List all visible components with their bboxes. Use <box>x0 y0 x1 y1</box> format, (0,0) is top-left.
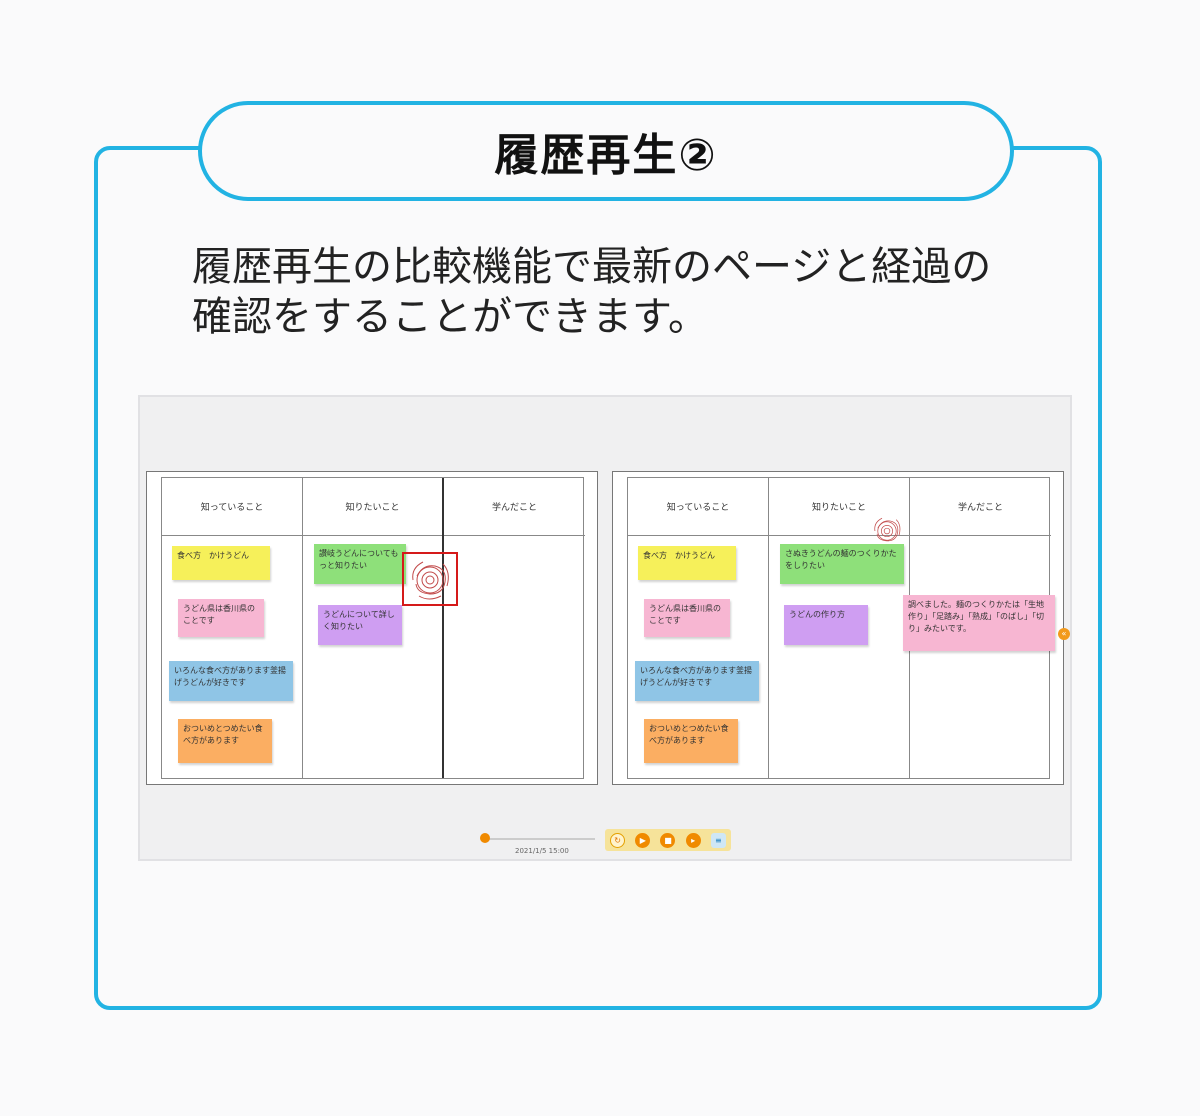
description-line-2: 確認をすることができます。 <box>192 294 708 340</box>
sticky-note[interactable]: いろんな食べ方があります釜揚げうどんが好きです <box>169 661 293 701</box>
column-header: 知っていること <box>628 478 768 536</box>
column-want-to-know: 知りたいこと <box>303 478 444 778</box>
column-known: 知っていること <box>162 478 303 778</box>
timeline-handle[interactable] <box>480 833 490 843</box>
play-icon[interactable]: ▶ <box>635 832 651 848</box>
stop-icon[interactable]: ■ <box>660 832 676 848</box>
sticky-note[interactable]: 食べ方 かけうどん <box>172 546 270 580</box>
history-board: 知っていること 知りたいこと 学んだこと 食べ方 かけうどん うどん県は香川県の… <box>146 471 598 785</box>
page-title: 履歴再生② <box>494 130 718 181</box>
collapse-icon[interactable]: « <box>1058 628 1070 640</box>
column-header: 知りたいこと <box>769 478 909 536</box>
sticky-note[interactable]: うどんの作り方 <box>784 605 868 645</box>
layers-icon[interactable]: ≡ <box>710 832 726 848</box>
sticky-note[interactable]: うどんについて詳しく知りたい <box>318 605 402 645</box>
sticky-note[interactable]: さぬきうどんの麺のつくりかたをしりたい <box>780 544 904 584</box>
column-header: 学んだこと <box>444 478 585 536</box>
sticky-note[interactable]: うどん県は香川県のことです <box>178 599 264 637</box>
sticky-note[interactable]: おついめとつめたい食べ方があります <box>644 719 738 763</box>
sticky-note[interactable]: おついめとつめたい食べ方があります <box>178 719 272 763</box>
column-header: 学んだこと <box>910 478 1051 536</box>
rose-stamp-icon <box>412 561 449 600</box>
column-learned: 学んだこと <box>444 478 585 778</box>
board-grid: 知っていること 知りたいこと 学んだこと <box>161 477 585 779</box>
description-line-1: 履歴再生の比較機能で最新のページと経過の <box>192 244 992 290</box>
column-header: 知りたいこと <box>303 478 442 536</box>
sticky-note[interactable]: 調べました。麺のつくりかたは「生地作り」「足踏み」「熟成」「のばし」「切り」みた… <box>903 595 1055 651</box>
description: 履歴再生の比較機能で最新のページと経過の 確認をすることができます。 <box>192 242 1052 342</box>
title-banner: 履歴再生② <box>198 101 1014 201</box>
timeline-label: 2021/1/5 15:00 <box>515 847 569 855</box>
change-highlight-box <box>402 552 458 606</box>
column-learned: 学んだこと <box>910 478 1051 778</box>
sticky-note[interactable]: 食べ方 かけうどん <box>638 546 736 580</box>
player-toolbar: ↻ ▶ ■ ▸ ≡ <box>605 829 731 851</box>
sticky-note[interactable]: うどん県は香川県のことです <box>644 599 730 637</box>
reload-icon[interactable]: ↻ <box>610 832 626 848</box>
timeline-track[interactable] <box>485 838 595 840</box>
app-screenshot: 知っていること 知りたいこと 学んだこと 食べ方 かけうどん うどん県は香川県の… <box>138 395 1072 861</box>
rose-stamp-icon <box>874 517 901 542</box>
latest-board: 知っていること 知りたいこと 学んだこと 食べ方 かけうどん うどん県は香川県の… <box>612 471 1064 785</box>
column-header: 知っていること <box>162 478 302 536</box>
sticky-note[interactable]: 讃岐うどんについてもっと知りたい <box>314 544 406 584</box>
forward-icon[interactable]: ▸ <box>685 832 701 848</box>
sticky-note[interactable]: いろんな食べ方があります釜揚げうどんが好きです <box>635 661 759 701</box>
column-known: 知っていること <box>628 478 769 778</box>
